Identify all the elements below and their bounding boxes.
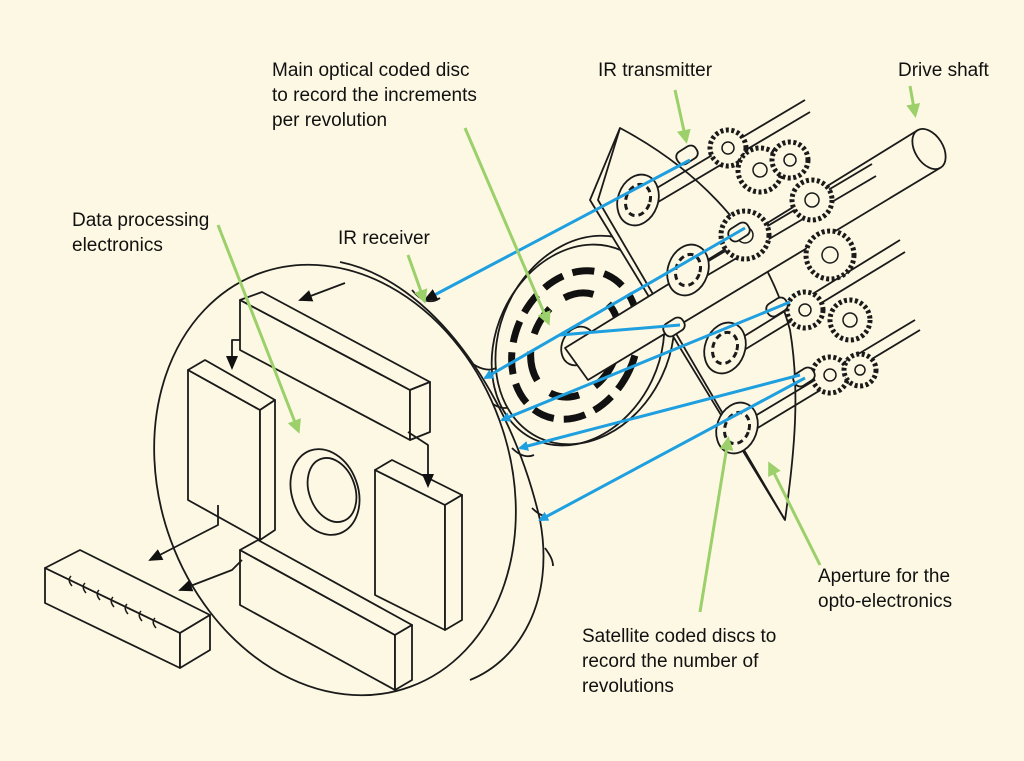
chip-left [187, 359, 276, 541]
label-drive-shaft: Drive shaft [898, 60, 989, 81]
connector [44, 549, 211, 669]
label-ir-receiver: IR receiver [338, 228, 430, 249]
chip-top [239, 291, 431, 441]
electronics-housing [148, 261, 554, 697]
shaft-bore [289, 448, 361, 536]
chip-bottom [239, 539, 413, 691]
label-main-coded-disc: Main optical coded disc to record the in… [272, 60, 477, 131]
label-data-processing: Data processing electronics [72, 210, 210, 256]
label-satellite-discs: Satellite coded discs to record the numb… [582, 626, 777, 697]
ir-beams [423, 158, 806, 522]
label-aperture: Aperture for the opto-electronics [818, 566, 953, 612]
gears [707, 127, 879, 396]
label-ir-transmitter: IR transmitter [598, 60, 713, 81]
leader-lines [216, 85, 921, 613]
chip-right [374, 459, 463, 631]
